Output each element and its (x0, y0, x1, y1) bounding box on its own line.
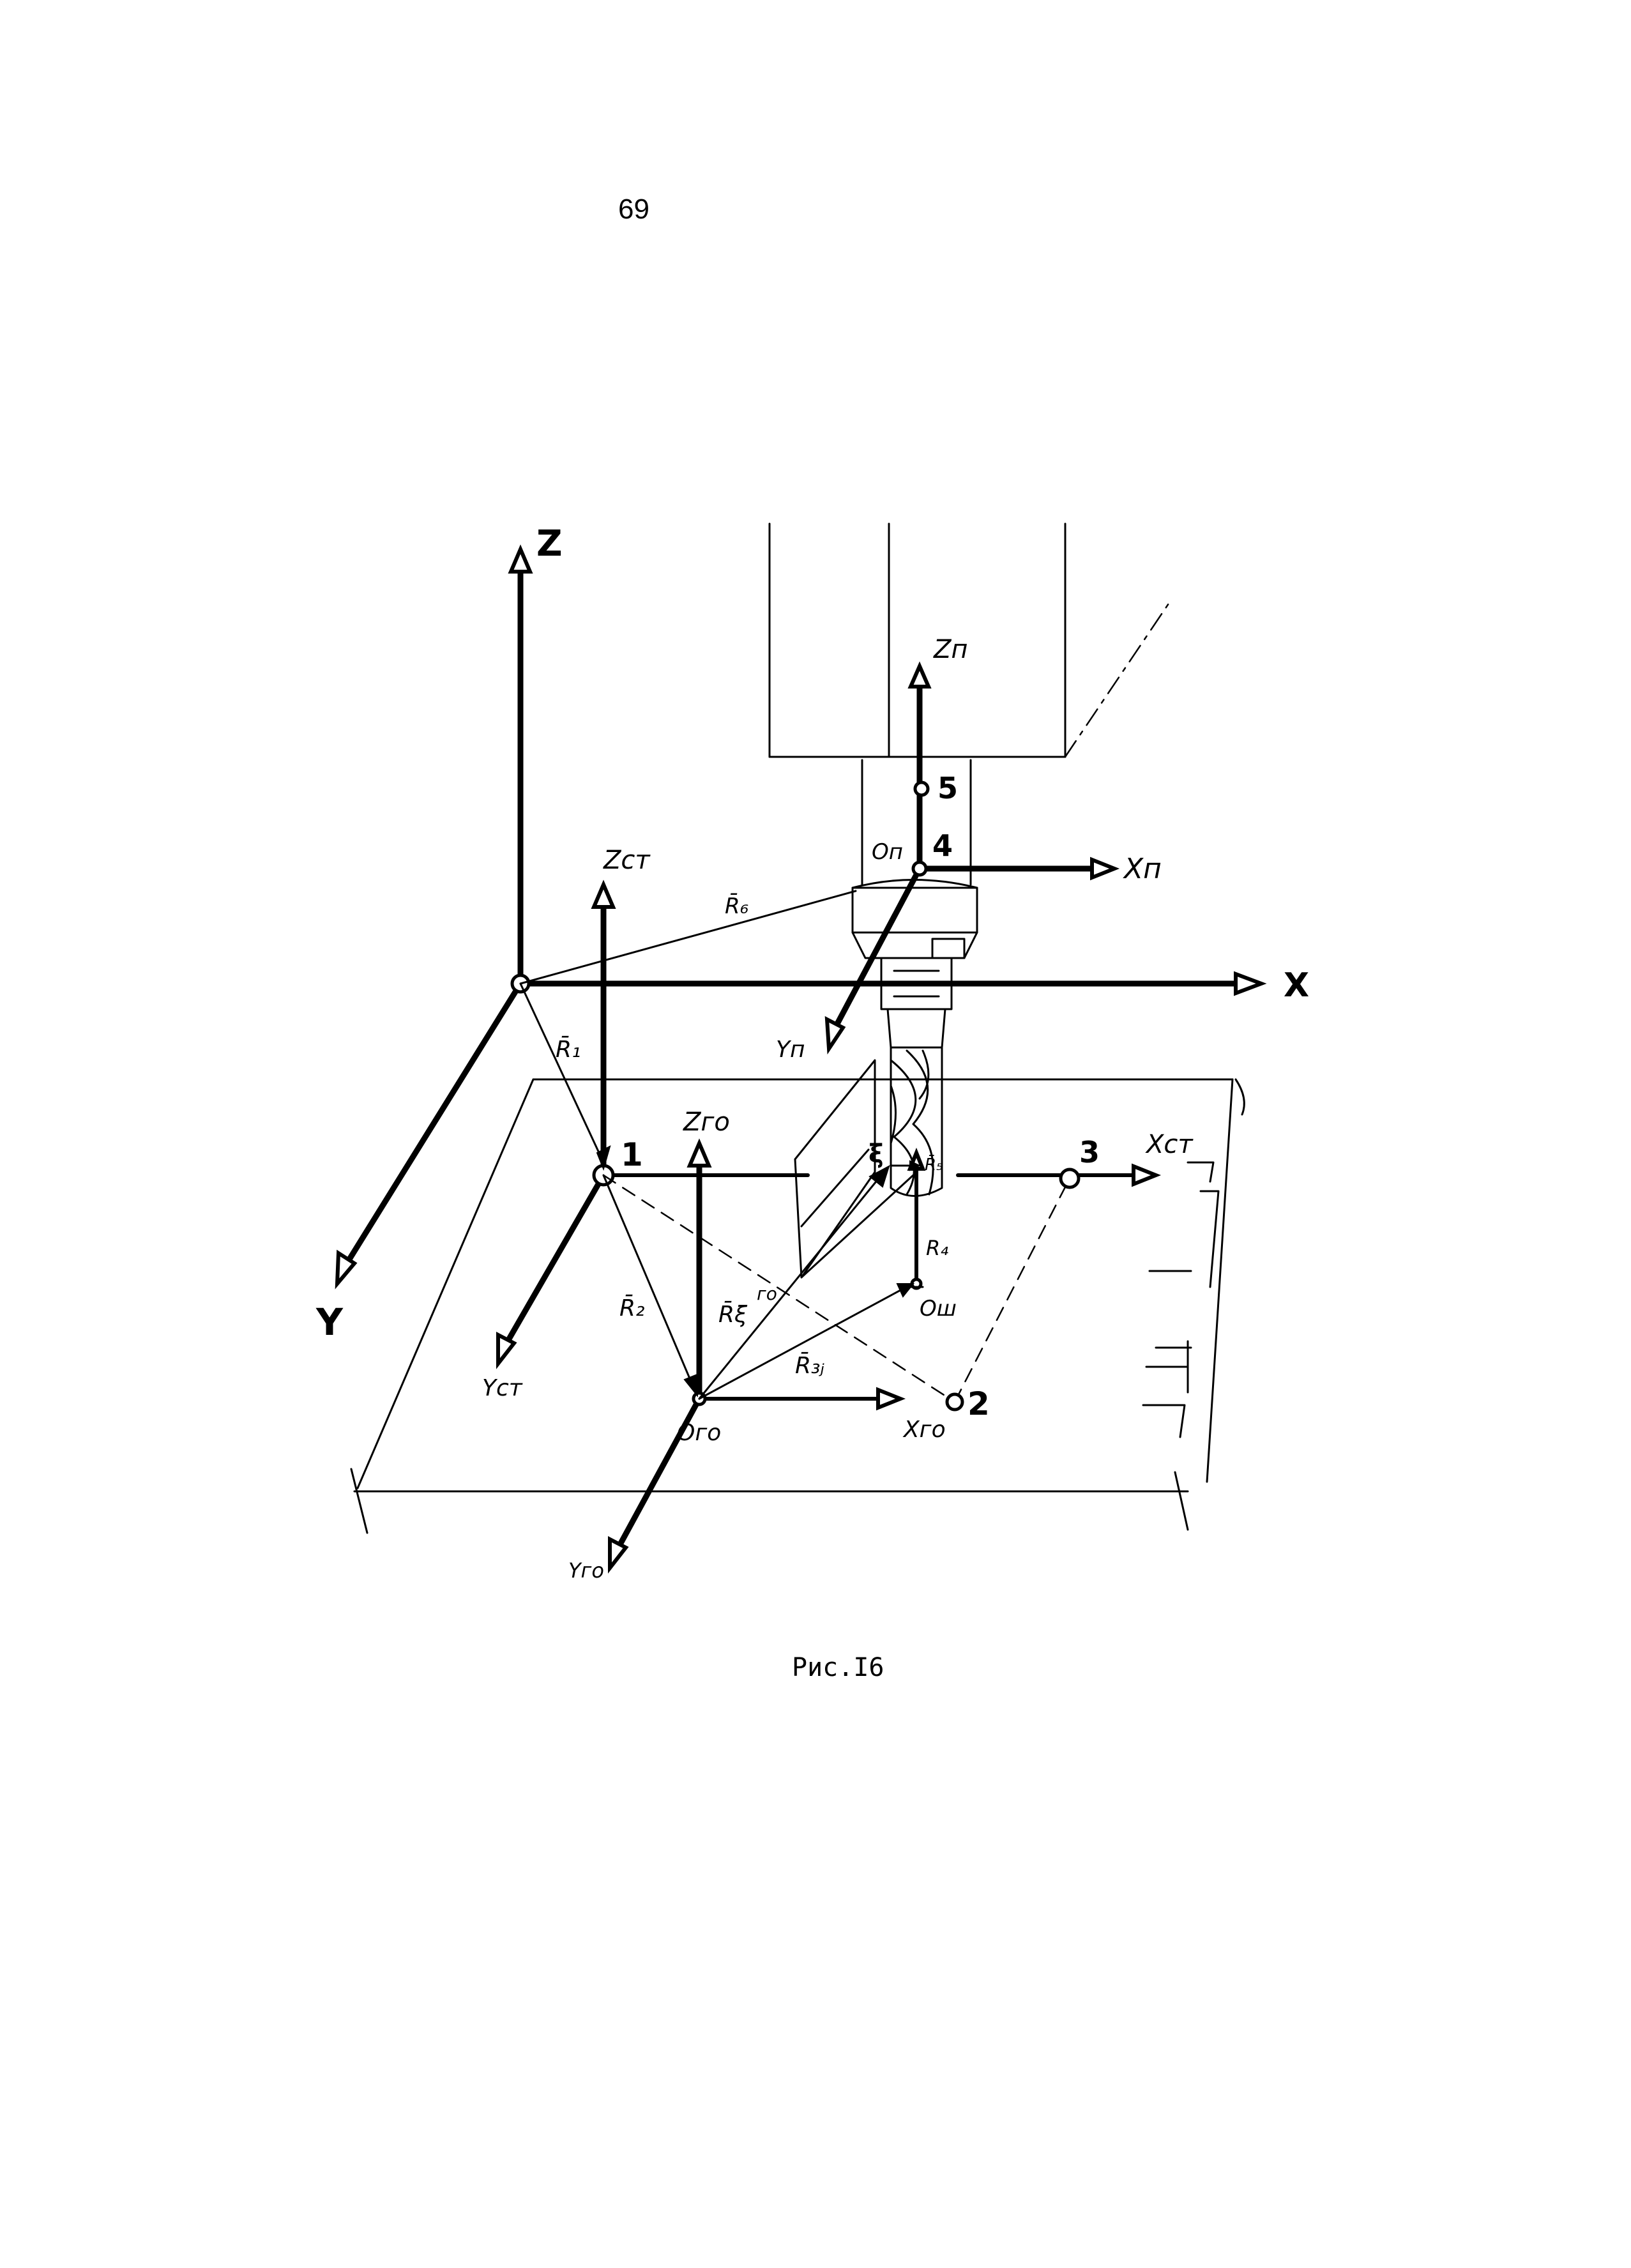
point-labels: 1 2 3 4 5 (621, 771, 1100, 1422)
label-spindle-z: Zп (933, 635, 968, 664)
page-number: 69 (618, 194, 649, 225)
label-vector-r4: R₄ (926, 1236, 948, 1260)
label-spindle-origin: Oп (872, 839, 903, 865)
workpiece (794, 1059, 914, 1279)
label-workpiece-x: Xго (902, 1417, 946, 1443)
label-vector-r6: R̄₆ (725, 893, 748, 919)
axis-labels: Z X Y Zст Xст Yст Zго Xго Yго Oго Zп Xп … (315, 523, 1309, 1583)
label-table-x: Xст (1145, 1130, 1194, 1159)
label-vector-r3j: R̄₃ⱼ (795, 1351, 824, 1379)
label-global-y: Y (315, 1300, 344, 1344)
label-vector-rxi-sup: го (757, 1283, 777, 1304)
label-tool-origin: Oш (920, 1296, 957, 1321)
label-point-5: 5 (937, 771, 958, 805)
tool-axis (907, 1147, 926, 1290)
table-axes (496, 879, 1162, 1369)
label-workpiece-origin: Oго (677, 1420, 721, 1446)
label-vector-rxi: R̄ξ (718, 1300, 748, 1328)
label-xi: ξ (869, 1139, 884, 1169)
label-global-x: X (1284, 966, 1309, 1005)
label-workpiece-y: Yго (568, 1558, 604, 1583)
figure-caption: Рис.I6 (792, 1653, 884, 1682)
spindle-axes (824, 661, 1120, 1055)
workpiece-axes (608, 1138, 906, 1574)
label-vector-r1: R̄₁ (556, 1035, 580, 1063)
label-point-2: 2 (967, 1385, 990, 1422)
label-workpiece-z: Zго (683, 1107, 730, 1137)
label-spindle-y: Yп (776, 1037, 805, 1063)
label-table-y: Yст (482, 1375, 523, 1401)
global-axes (335, 544, 1267, 1290)
label-point-4: 4 (932, 828, 953, 863)
spindle-housing (768, 522, 1170, 886)
label-point-3: 3 (1079, 1135, 1100, 1169)
label-vector-r2: R̄₂ (619, 1294, 644, 1321)
label-spindle-x: Xп (1123, 853, 1162, 885)
label-vector-r5: R̄₅ (925, 1154, 943, 1175)
vector-labels: R̄₆ R̄₁ R̄₂ R̄₃ⱼ R₄ R̄₅ R̄ξ го ξ (556, 893, 948, 1379)
vectors (519, 890, 1081, 1412)
worktable (350, 1078, 1245, 1534)
label-global-z: Z (536, 523, 563, 565)
label-table-z: Zст (603, 846, 651, 875)
label-point-1: 1 (621, 1136, 643, 1173)
